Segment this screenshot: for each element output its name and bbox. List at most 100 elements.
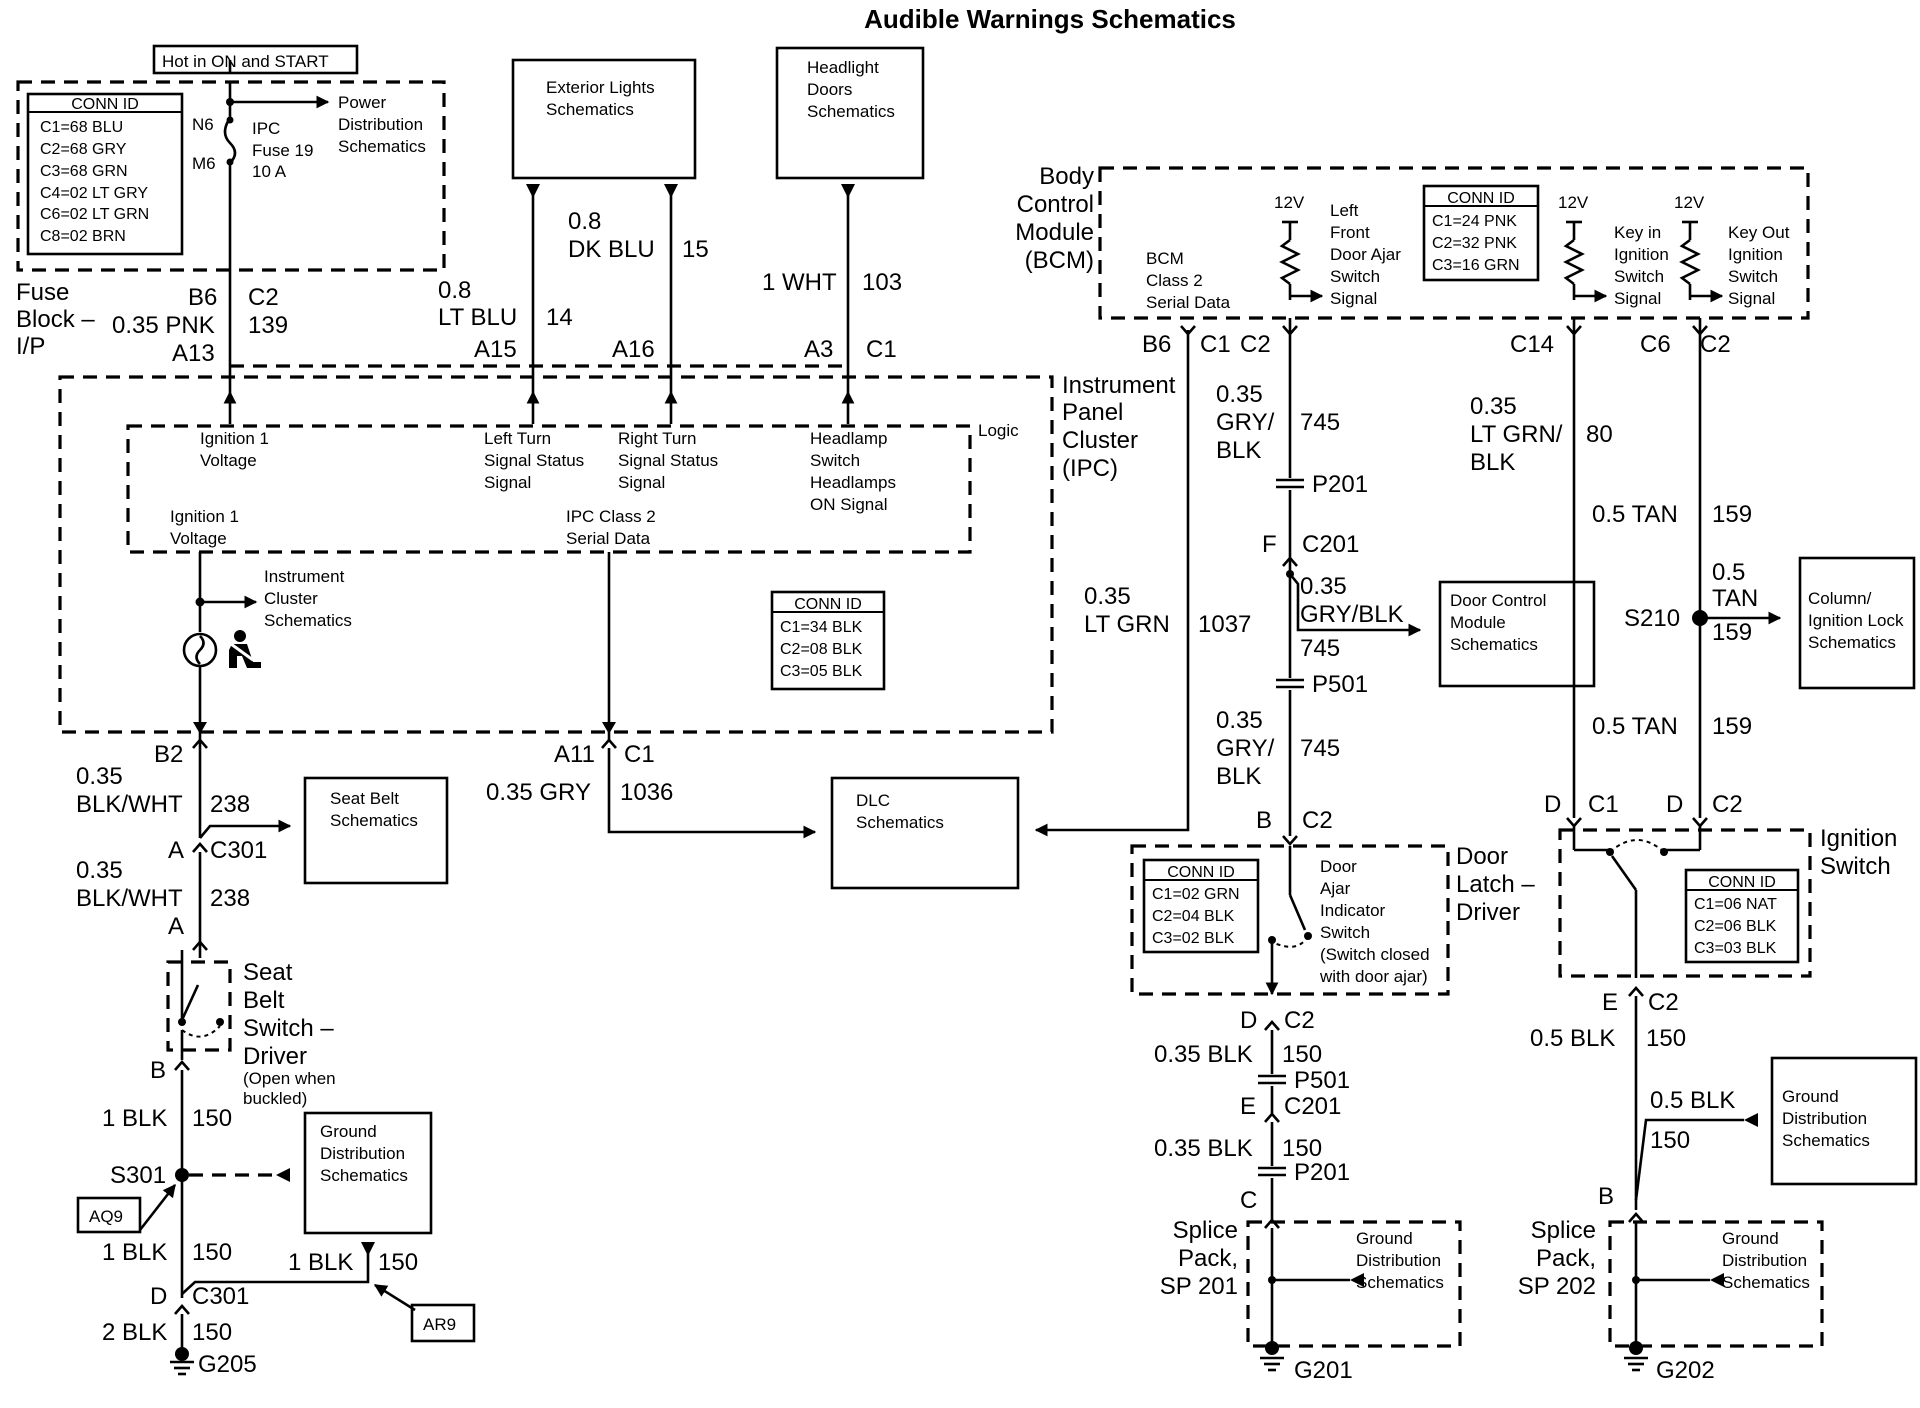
ipc-conn-id-box bbox=[770, 590, 886, 691]
pin-label: C2 bbox=[1648, 989, 1679, 1016]
ipc-name: Cluster bbox=[1062, 427, 1138, 454]
pin-label: A bbox=[168, 913, 184, 940]
bcm-conn-row: C3=16 GRN bbox=[1432, 257, 1520, 274]
bcm-name: Module bbox=[1015, 219, 1094, 246]
ground-left-label: Ground bbox=[320, 1122, 377, 1141]
wire-size: 0.35 bbox=[1084, 583, 1131, 610]
wire-size: 0.5 TAN bbox=[1592, 501, 1678, 528]
exterior-lights-box bbox=[511, 58, 697, 180]
pin-label: B bbox=[1256, 807, 1272, 834]
wire-circuit: 745 bbox=[1300, 635, 1340, 662]
connector-label: C201 bbox=[1284, 1093, 1341, 1120]
bcm-12v: 12V bbox=[1274, 193, 1305, 212]
wire-size: 0.35 GRY bbox=[486, 779, 591, 806]
dlc-box bbox=[830, 776, 1020, 890]
seat-belt-label: Schematics bbox=[330, 811, 418, 830]
connector-label: C2 bbox=[1302, 807, 1333, 834]
bcm-left-door-label: Signal bbox=[1330, 289, 1377, 308]
bcm-12v: 12V bbox=[1674, 193, 1705, 212]
wire-size: 0.5 bbox=[1712, 559, 1745, 586]
ground-left-box bbox=[303, 1111, 433, 1235]
wire-size: 0.35 bbox=[1216, 707, 1263, 734]
sp202-ground-label: Schematics bbox=[1722, 1273, 1810, 1292]
door-latch-name: Latch – bbox=[1456, 871, 1535, 898]
splice-pack-202-outline bbox=[1608, 1220, 1824, 1348]
ignition-switch-name: Switch bbox=[1820, 853, 1891, 880]
pin-label: B bbox=[1598, 1183, 1614, 1210]
hot-label: Hot in ON and START bbox=[162, 52, 329, 71]
wire-size: BLK bbox=[1216, 437, 1261, 464]
ipc-logic-label: Logic bbox=[978, 421, 1019, 440]
fuse-conn-row: C1=68 BLU bbox=[40, 119, 123, 136]
pin-label: C1 bbox=[624, 741, 655, 768]
door-control-label: Module bbox=[1450, 613, 1506, 632]
ipc-ign1b-label: Voltage bbox=[170, 529, 227, 548]
ipc-name: Panel bbox=[1062, 399, 1123, 426]
pin-label: C14 bbox=[1510, 331, 1554, 358]
ipc-name: Instrument bbox=[1062, 372, 1176, 399]
ipc-conn-row: C3=05 BLK bbox=[780, 663, 863, 680]
ipc-headlamp-label: Headlamp bbox=[810, 429, 888, 448]
dlc-label: DLC bbox=[856, 791, 890, 810]
wire-size: 0.8 bbox=[568, 208, 601, 235]
ground-right-label: Schematics bbox=[1782, 1131, 1870, 1150]
wire-size: LT BLU bbox=[438, 304, 517, 331]
fuse-name: Fuse 19 bbox=[252, 141, 313, 160]
splice-201-name: Splice bbox=[1173, 1217, 1238, 1244]
resistor-icon bbox=[1279, 220, 1324, 303]
wire-circuit: 745 bbox=[1300, 409, 1340, 436]
wire-size: TAN bbox=[1712, 585, 1758, 612]
splice-label: S301 bbox=[110, 1162, 166, 1189]
ground-left-label: Distribution bbox=[320, 1144, 405, 1163]
sp201-ground-label: Schematics bbox=[1356, 1273, 1444, 1292]
fuse-block-name: Block – bbox=[16, 306, 95, 333]
door-latch-name: Driver bbox=[1456, 899, 1520, 926]
ignition-conn-row: C3=03 BLK bbox=[1694, 940, 1777, 957]
door-ajar-switch-label: Ajar bbox=[1320, 879, 1351, 898]
bcm-left-door-label: Left bbox=[1330, 201, 1359, 220]
wire-size: BLK/WHT bbox=[76, 791, 183, 818]
ground-right-label: Ground bbox=[1782, 1087, 1839, 1106]
door-ajar-switch-label: with door ajar) bbox=[1319, 967, 1428, 986]
ipc-left-turn-label: Left Turn bbox=[484, 429, 551, 448]
wire-circuit: 159 bbox=[1712, 501, 1752, 528]
wire-size: LT GRN/ bbox=[1470, 421, 1563, 448]
wire-size: 0.5 TAN bbox=[1592, 713, 1678, 740]
seat-belt-switch-note: buckled) bbox=[243, 1089, 307, 1108]
fuse-name: IPC bbox=[252, 119, 280, 138]
seat-belt-switch-name: Seat bbox=[243, 959, 293, 986]
bcm-key-in-label: Switch bbox=[1614, 267, 1664, 286]
wire-circuit: 150 bbox=[1650, 1127, 1690, 1154]
door-ajar-switch-label: Switch bbox=[1320, 923, 1370, 942]
pin-label: B6 bbox=[1142, 331, 1171, 358]
wire-circuit: 80 bbox=[1586, 421, 1613, 448]
bcm-key-in-label: Key in bbox=[1614, 223, 1661, 242]
pin-label: C6 bbox=[1640, 331, 1671, 358]
ground-label: G205 bbox=[198, 1351, 257, 1378]
bcm-name: Body bbox=[1039, 163, 1094, 190]
ipc-conn-row: C2=08 BLK bbox=[780, 641, 863, 658]
resistor-icon bbox=[1563, 220, 1608, 303]
fuse-block-name: I/P bbox=[16, 333, 45, 360]
ipc-logic-outline bbox=[126, 424, 972, 554]
bcm-left-door-label: Door Ajar bbox=[1330, 245, 1401, 264]
column-lock-label: Schematics bbox=[1808, 633, 1896, 652]
ipc-outline bbox=[58, 375, 1054, 734]
ignition-conn-id-box bbox=[1684, 868, 1800, 964]
wire-circuit: 15 bbox=[682, 236, 709, 263]
fuse-conn-row: C8=02 BRN bbox=[40, 228, 126, 245]
pin-label: D bbox=[1544, 791, 1561, 818]
sp202-ground-label: Distribution bbox=[1722, 1251, 1807, 1270]
seat-belt-switch-name: Driver bbox=[243, 1043, 307, 1070]
seat-belt-label: Seat Belt bbox=[330, 789, 399, 808]
wire-circuit: 150 bbox=[1282, 1041, 1322, 1068]
door-latch-outline bbox=[1130, 844, 1450, 996]
power-dist-label: Power bbox=[338, 93, 387, 112]
wire-size: 1 BLK bbox=[102, 1239, 167, 1266]
ar9-label: AR9 bbox=[423, 1315, 456, 1334]
ipc-left-turn-label: Signal bbox=[484, 473, 531, 492]
pin-label: E bbox=[1240, 1093, 1256, 1120]
ground-left-label: Schematics bbox=[320, 1166, 408, 1185]
fuse-block-name: Fuse bbox=[16, 279, 69, 306]
